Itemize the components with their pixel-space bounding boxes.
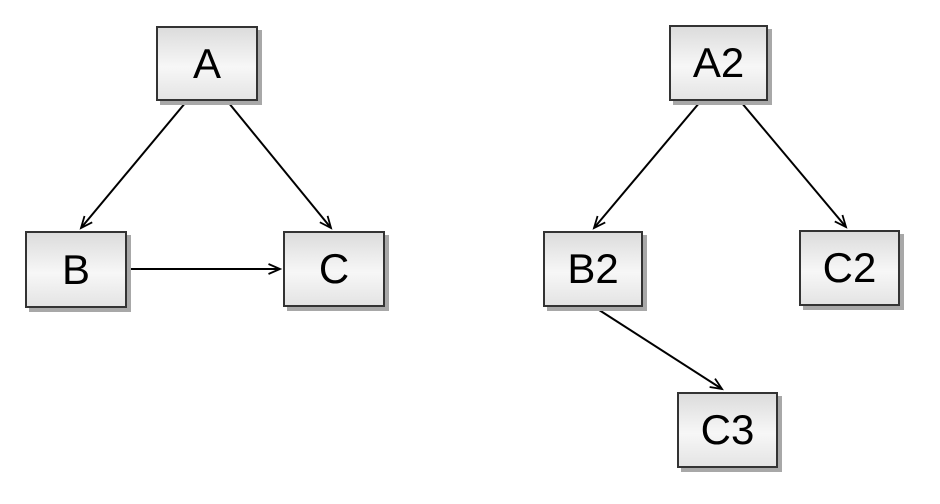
node-C-label: C [318, 245, 350, 292]
node-A2: A2 [669, 25, 768, 101]
node-A: A [156, 26, 258, 101]
node-B2: B2 [543, 231, 643, 307]
node-B: B [25, 231, 127, 308]
node-C3: C3 [677, 392, 778, 468]
edge-B2-C3 [595, 307, 724, 391]
node-C: C [283, 231, 385, 307]
node-B-label: B [61, 245, 90, 293]
node-C3-label: C3 [700, 406, 755, 453]
edge-A-C [227, 101, 333, 230]
edge-A2-B2 [592, 101, 701, 230]
edge-A-B [79, 101, 187, 230]
node-C2: C2 [799, 230, 900, 306]
node-A-label: A [192, 39, 221, 87]
edge-A2-C2 [740, 101, 848, 229]
node-A2-label: A2 [692, 39, 745, 86]
node-C2-label: C2 [822, 244, 877, 291]
node-B2-label: B2 [567, 245, 619, 292]
